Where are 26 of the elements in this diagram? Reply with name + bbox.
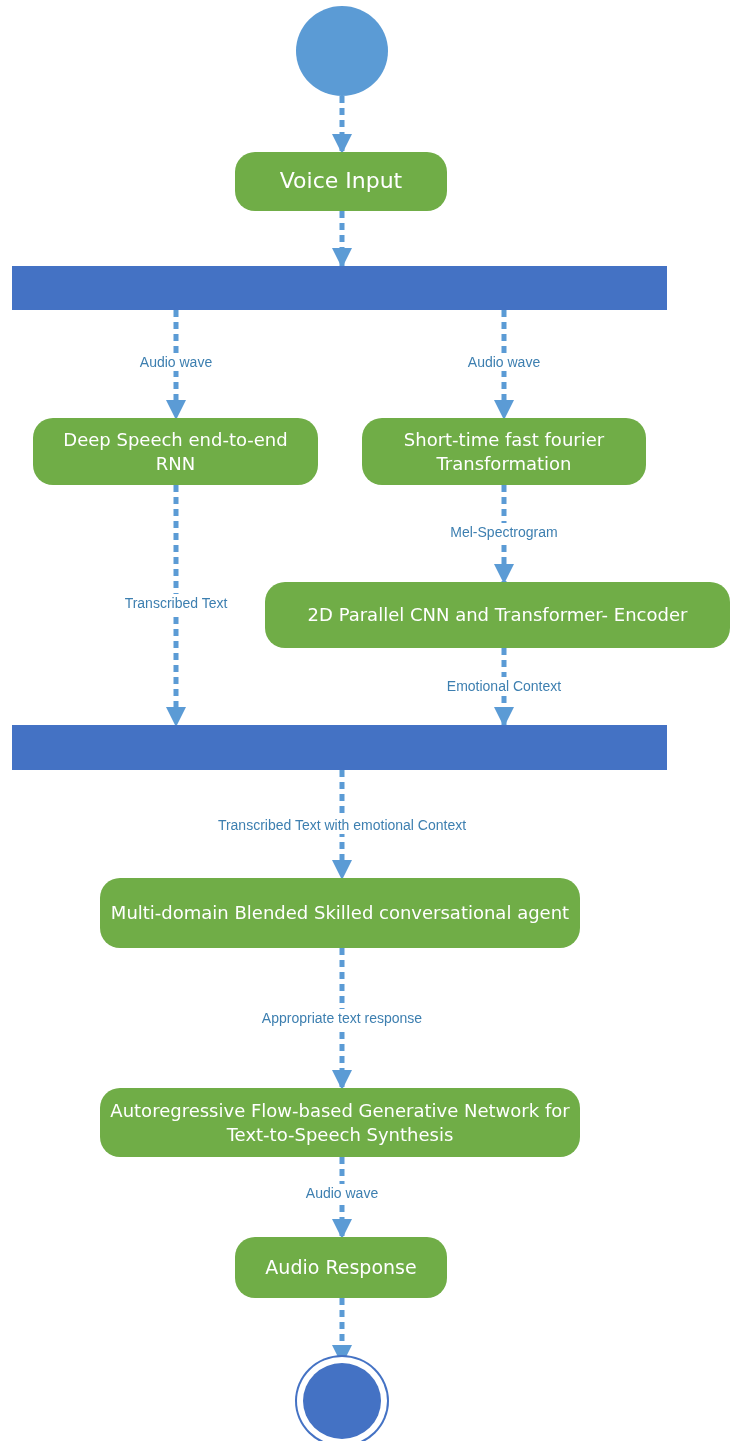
arrow: [332, 770, 352, 880]
action-box: Voice Input: [235, 152, 447, 211]
arrow: [332, 1157, 352, 1239]
sync-bar: [12, 266, 667, 310]
arrow: [332, 96, 352, 154]
edge-label: Transcribed Text: [122, 594, 230, 612]
edge-label: Audio wave: [465, 353, 543, 371]
edge-label: Audio wave: [137, 353, 215, 371]
action-box: 2D Parallel CNN and Transformer- Encoder: [265, 582, 730, 648]
action-box: Deep Speech end-to-end RNN: [33, 418, 318, 485]
edge-label: Mel-Spectrogram: [448, 523, 560, 541]
arrow: [494, 648, 514, 727]
arrow: [166, 310, 186, 420]
action-box: Autoregressive Flow-based Generative Network for Text-to-Speech Synthesis: [100, 1088, 580, 1157]
sync-bar: [12, 725, 667, 770]
edge-label: Transcribed Text with emotional Context: [215, 816, 469, 834]
action-box: Audio Response: [235, 1237, 447, 1298]
edge-label: Appropriate text response: [259, 1009, 425, 1027]
arrow: [494, 310, 514, 420]
action-box: Multi-domain Blended Skilled conversational agent: [100, 878, 580, 948]
edge-label: Audio wave: [303, 1184, 381, 1202]
arrow: [166, 485, 186, 727]
arrow: [494, 485, 514, 584]
action-box: Short-time fast fourier Transformation: [362, 418, 646, 485]
arrow: [332, 948, 352, 1090]
arrow: [332, 211, 352, 268]
